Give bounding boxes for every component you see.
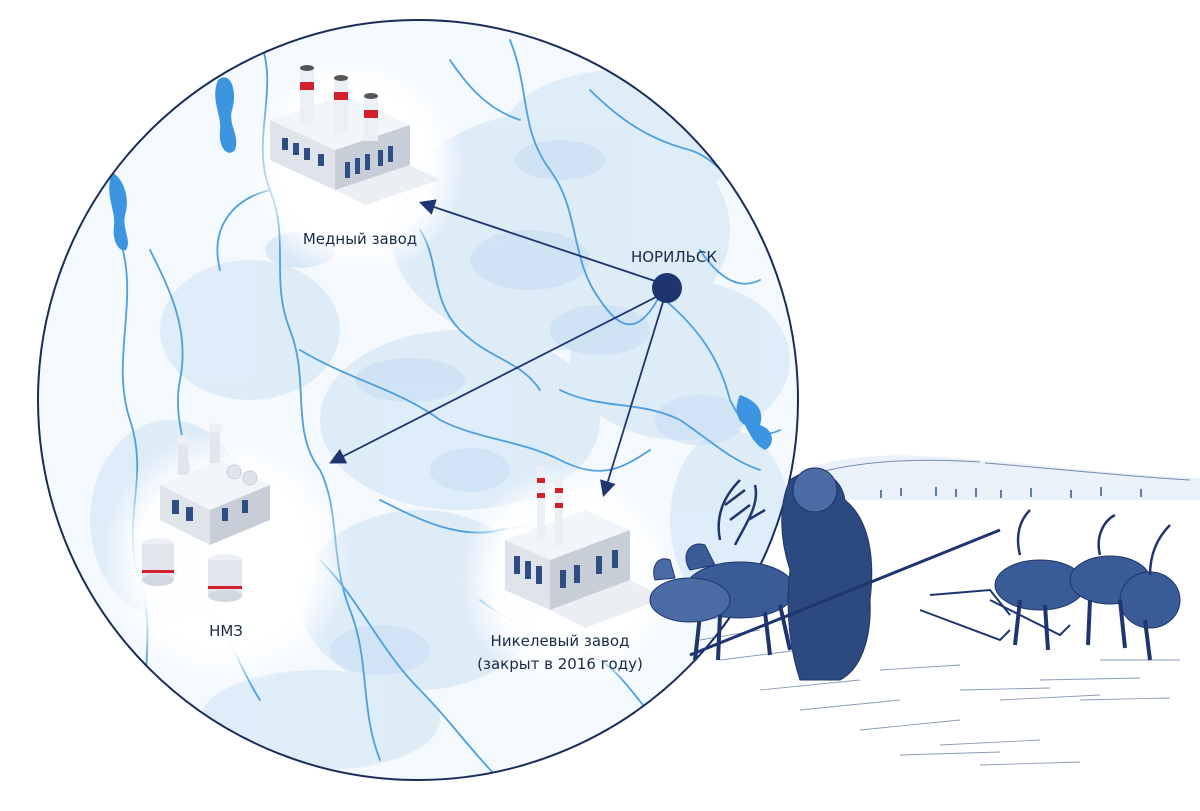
nmz-plant-label: НМЗ <box>209 622 243 640</box>
reindeer-sled-illustration <box>649 455 1200 766</box>
norilsk-city-marker[interactable] <box>652 273 682 303</box>
nmz-plant-icon <box>142 423 270 602</box>
map-circle-outline <box>37 19 799 781</box>
norilsk-city-label: НОРИЛЬСК <box>631 248 717 266</box>
lakes <box>109 77 772 450</box>
arrow-to-nmz <box>329 295 659 464</box>
arrow-to-copper-plant <box>418 199 659 283</box>
nickel-plant-label: Никелевый завод <box>491 632 630 650</box>
nickel-plant-icon <box>505 466 665 628</box>
copper-plant-label: Медный завод <box>303 230 417 248</box>
copper-plant-icon <box>270 65 440 205</box>
nickel-plant-note: (закрыт в 2016 году) <box>477 655 643 673</box>
arrow-to-nickel-plant <box>600 301 664 498</box>
route-arrows <box>329 199 664 498</box>
